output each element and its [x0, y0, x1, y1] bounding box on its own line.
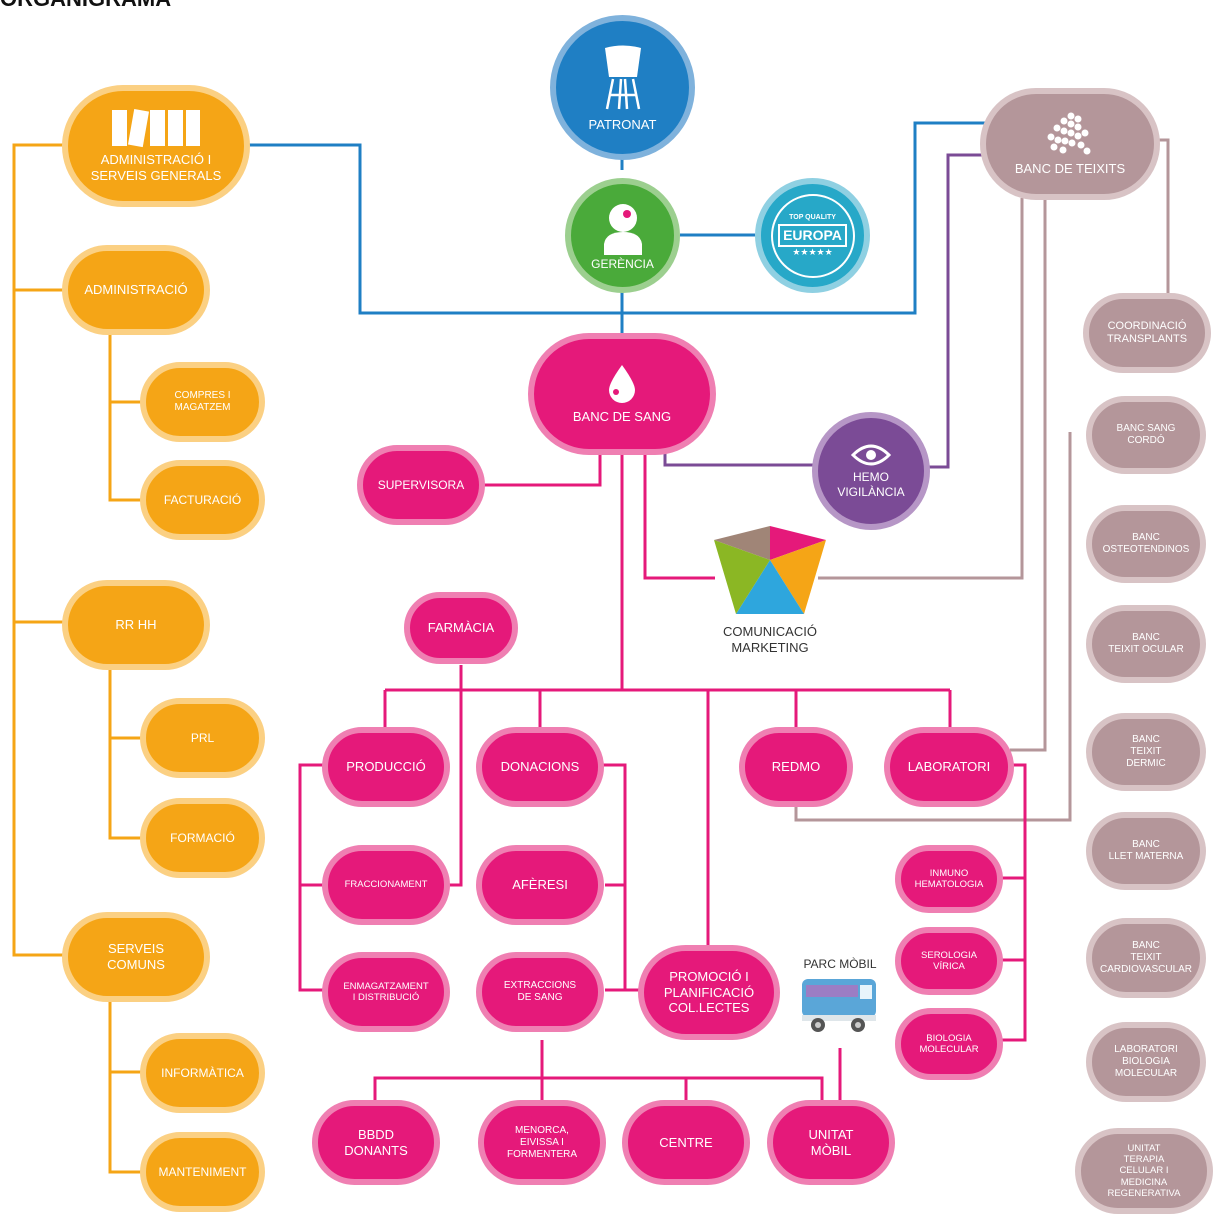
cardio-node: BANC TEIXIT CARDIOVASCULAR — [1086, 918, 1206, 998]
banc-teixits-node: BANC DE TEIXITS — [980, 88, 1160, 200]
rrhh-node: RR HH — [62, 580, 210, 670]
cardio-label: BANC TEIXIT CARDIOVASCULAR — [1099, 940, 1193, 975]
llet-node: BANC LLET MATERNA — [1086, 812, 1206, 890]
hemovigilancia-node: HEMO VIGILÀNCIA — [812, 412, 930, 530]
admin-main-label: ADMINISTRACIÓ I SERVEIS GENERALS — [90, 152, 222, 183]
banc-sang-label: BANC DE SANG — [572, 409, 672, 425]
admin-main-node: ADMINISTRACIÓ I SERVEIS GENERALS — [62, 85, 250, 207]
redmo-node: REDMO — [739, 727, 853, 807]
pentagon-logo-icon — [714, 526, 826, 614]
extraccions-node: EXTRACCIONS DE SANG — [476, 952, 604, 1032]
ocular-node: BANC TEIXIT OCULAR — [1086, 605, 1206, 683]
coordinacio-node: COORDINACIÓ TRANSPLANTS — [1083, 293, 1211, 373]
cordo-label: BANC SANG CORDÓ — [1116, 423, 1176, 446]
produccio-node: PRODUCCIÓ — [322, 727, 450, 807]
centre-label: CENTRE — [659, 1134, 713, 1150]
serveis-comuns-node: SERVEIS COMUNS — [62, 912, 210, 1002]
formacio-node: FORMACIÓ — [140, 798, 265, 878]
stars-icon: ★★★★★ — [792, 246, 833, 257]
laboratori-bio-node: LABORATORI BIOLOGIA MOLECULAR — [1086, 1022, 1206, 1102]
fraccionament-node: FRACCIONAMENT — [322, 845, 450, 925]
rrhh-label: RR HH — [115, 617, 157, 633]
formacio-label: FORMACIÓ — [170, 830, 235, 845]
biologia-label: BIOLOGIA MOLECULAR — [919, 1032, 979, 1055]
compres-label: COMPRES I MAGATZEM — [174, 390, 231, 413]
facturacio-label: FACTURACIÓ — [163, 492, 242, 507]
informatica-label: INFORMÀTICA — [161, 1065, 244, 1080]
inmuno-node: INMUNO HEMATOLOGIA — [895, 845, 1003, 913]
prl-node: PRL — [140, 698, 265, 778]
menorca-label: MENORCA, EIVISSA I FORMENTERA — [507, 1124, 577, 1160]
farmacia-label: FARMÀCIA — [427, 620, 495, 636]
terapia-label: UNITAT TERAPIA CELULAR I MEDICINA REGENE… — [1107, 1142, 1181, 1200]
administracio-label: ADMINISTRACIÓ — [84, 282, 188, 298]
patronat-node: PATRONAT — [550, 15, 695, 160]
europa-quality-badge: TOP QUALITY EUROPA ★★★★★ — [755, 178, 870, 293]
promocio-node: PROMOCIÓ I PLANIFICACIÓ COL.LECTES — [638, 945, 780, 1040]
gerencia-node: GERÈNCIA — [565, 178, 680, 293]
banc-teixits-label: BANC DE TEIXITS — [1014, 161, 1126, 177]
europa-badge-top-text: TOP QUALITY — [789, 213, 836, 221]
ocular-label: BANC TEIXIT OCULAR — [1108, 632, 1184, 655]
donacions-label: DONACIONS — [500, 759, 580, 775]
terapia-node: UNITAT TERAPIA CELULAR I MEDICINA REGENE… — [1075, 1128, 1213, 1214]
unitat-mobil-label: UNITAT MÒBIL — [808, 1126, 854, 1158]
biologia-node: BIOLOGIA MOLECULAR — [895, 1008, 1003, 1080]
manteniment-node: MANTENIMENT — [140, 1132, 265, 1212]
laboratori-label: LABORATORI — [907, 759, 991, 775]
banc-sang-node: BANC DE SANG — [528, 333, 716, 455]
informatica-node: INFORMÀTICA — [140, 1033, 265, 1113]
inmuno-label: INMUNO HEMATOLOGIA — [914, 867, 984, 890]
facturacio-node: FACTURACIÓ — [140, 460, 265, 540]
farmacia-node: FARMÀCIA — [404, 592, 518, 664]
redmo-label: REDMO — [771, 759, 821, 775]
tissue-cells-icon — [1047, 112, 1091, 155]
laboratori-node: LABORATORI — [884, 727, 1014, 807]
osteo-label: BANC OSTEOTENDINOS — [1102, 532, 1190, 555]
europa-badge-main-text: EUROPA — [778, 223, 847, 247]
supervisora-node: SUPERVISORA — [357, 445, 485, 525]
head-icon — [603, 203, 642, 255]
prl-label: PRL — [190, 730, 215, 745]
enmagatzament-label: ENMAGATZAMENT I DISTRIBUCIÓ — [343, 980, 429, 1003]
serologia-label: SEROLOGIA VÍRICA — [921, 949, 977, 972]
enmagatzament-node: ENMAGATZAMENT I DISTRIBUCIÓ — [322, 952, 450, 1032]
patronat-label: PATRONAT — [588, 116, 657, 132]
serologia-node: SEROLOGIA VÍRICA — [895, 927, 1003, 995]
aferesi-node: AFÈRESI — [476, 845, 604, 925]
promocio-label: PROMOCIÓ I PLANIFICACIÓ COL.LECTES — [663, 969, 755, 1016]
fraccionament-label: FRACCIONAMENT — [344, 879, 428, 891]
gerencia-label: GERÈNCIA — [591, 256, 654, 271]
centre-node: CENTRE — [622, 1100, 750, 1185]
binders-icon — [112, 109, 200, 148]
dermic-label: BANC TEIXIT DERMIC — [1126, 734, 1166, 769]
menorca-node: MENORCA, EIVISSA I FORMENTERA — [478, 1100, 606, 1185]
page-title: ORGANIGRAMA — [0, 0, 171, 12]
chair-icon — [604, 45, 641, 109]
parc-mobil-label: PARC MÒBIL — [803, 957, 877, 971]
osteo-node: BANC OSTEOTENDINOS — [1086, 505, 1206, 583]
compres-node: COMPRES I MAGATZEM — [140, 362, 265, 442]
bbdd-label: BBDD DONANTS — [344, 1126, 408, 1158]
manteniment-label: MANTENIMENT — [158, 1164, 247, 1179]
supervisora-label: SUPERVISORA — [377, 477, 465, 492]
eye-icon — [851, 444, 891, 466]
serveis-comuns-label: SERVEIS COMUNS — [107, 941, 165, 972]
blood-drop-icon — [609, 365, 635, 404]
administracio-node: ADMINISTRACIÓ — [62, 245, 210, 335]
llet-label: BANC LLET MATERNA — [1108, 839, 1184, 862]
unitat-mobil-node: UNITAT MÒBIL — [767, 1100, 895, 1185]
laboratori-bio-label: LABORATORI BIOLOGIA MOLECULAR — [1114, 1044, 1178, 1079]
dermic-node: BANC TEIXIT DERMIC — [1086, 713, 1206, 791]
produccio-label: PRODUCCIÓ — [346, 759, 426, 775]
extraccions-label: EXTRACCIONS DE SANG — [503, 980, 577, 1003]
bbdd-node: BBDD DONANTS — [312, 1100, 440, 1185]
donacions-node: DONACIONS — [476, 727, 604, 807]
aferesi-label: AFÈRESI — [512, 877, 568, 893]
hemovigilancia-label: HEMO VIGILÀNCIA — [837, 470, 905, 499]
comunicacio-label: COMUNICACIÓ MARKETING — [723, 624, 817, 656]
cordo-node: BANC SANG CORDÓ — [1086, 396, 1206, 474]
coordinacio-label: COORDINACIÓ TRANSPLANTS — [1106, 319, 1188, 345]
bus-icon — [802, 979, 876, 1032]
